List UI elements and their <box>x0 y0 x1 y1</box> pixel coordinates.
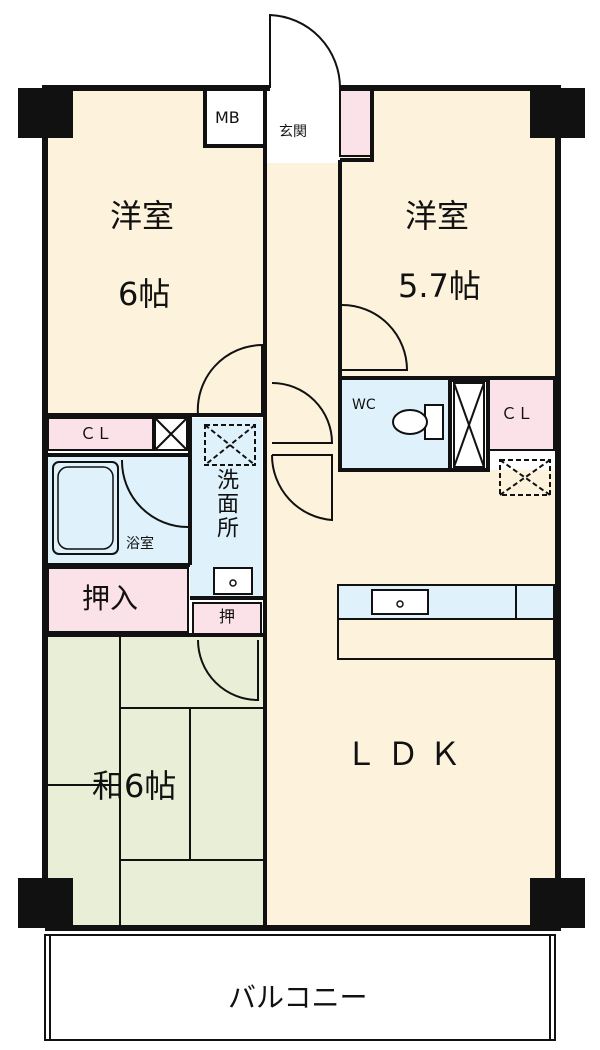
oshiire-label: 押入 <box>82 582 139 615</box>
western-room-2-floor <box>340 88 558 378</box>
balcony-name: バルコニー <box>228 981 368 1014</box>
washbasin <box>213 567 253 595</box>
entrance-floor <box>265 88 340 163</box>
ldk-floor <box>265 470 558 928</box>
western-room-1-name: 洋室 <box>110 197 175 235</box>
toilet-name: WC <box>352 397 376 413</box>
ldk-name: ＬＤＫ <box>345 735 472 773</box>
oshi-label: 押 <box>219 607 236 626</box>
bath-name: 浴室 <box>126 536 154 552</box>
western-room-2-size: 5.7帖 <box>398 267 481 305</box>
entrance-storage <box>339 87 373 157</box>
kitchen-counter <box>337 584 555 620</box>
western-room-2-name: 洋室 <box>405 197 470 235</box>
closet-1-area <box>47 417 154 451</box>
bathtub <box>52 461 119 555</box>
washroom-name: 洗面所 <box>213 468 238 540</box>
mb-label: MB <box>215 108 240 127</box>
closet-1-label: ＣＬ <box>80 424 113 443</box>
oshi-area <box>192 602 262 636</box>
japanese-room-name: 和6帖 <box>92 767 177 805</box>
closet-2-label: ＣＬ <box>501 404 534 423</box>
entrance-name: 玄関 <box>279 124 307 140</box>
balcony-area <box>44 934 556 1041</box>
closet-2-area <box>487 377 555 451</box>
japanese-room-floor <box>45 635 265 928</box>
oshiire-area <box>47 567 189 633</box>
western-room-1-size: 6帖 <box>118 275 171 313</box>
